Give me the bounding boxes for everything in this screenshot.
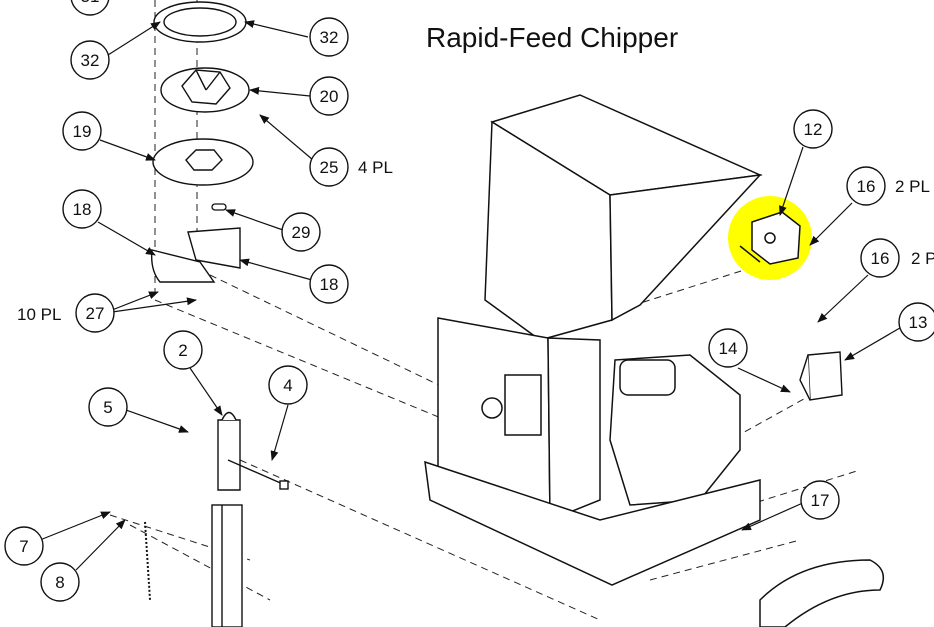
callout-label: 14 bbox=[719, 339, 738, 358]
diagram-title: Rapid-Feed Chipper bbox=[426, 22, 679, 53]
callout-8: 8 bbox=[40, 562, 80, 602]
deflector-plate bbox=[160, 67, 250, 113]
mount-bracket-right bbox=[799, 351, 843, 401]
leader-lines bbox=[39, 20, 906, 571]
note-4-pl: 4 PL bbox=[358, 158, 393, 177]
guard-plate-right bbox=[187, 227, 241, 269]
callout-label: 16 bbox=[871, 249, 890, 268]
callout-label: 2 bbox=[178, 341, 187, 360]
callout-14: 14 bbox=[708, 328, 748, 368]
hitch-bracket bbox=[217, 411, 241, 491]
callout-label: 29 bbox=[292, 223, 311, 242]
hopper bbox=[484, 94, 763, 341]
callout-label: 8 bbox=[55, 573, 64, 592]
gasket-plate bbox=[152, 138, 254, 186]
note-2-pl-a: 2 PL bbox=[895, 177, 930, 196]
callout-18: 18 bbox=[309, 264, 349, 304]
callout-16: 16 bbox=[860, 238, 900, 278]
assembly-centerlines bbox=[109, 0, 861, 621]
callout-label: 5 bbox=[103, 398, 112, 417]
callout-label: 32 bbox=[81, 51, 100, 70]
callout-5: 5 bbox=[88, 387, 128, 427]
note-10-pl: 10 PL bbox=[17, 305, 62, 324]
callout-2: 2 bbox=[163, 330, 203, 370]
engine bbox=[609, 354, 741, 506]
callout-17: 17 bbox=[800, 480, 840, 520]
callout-31: 31 bbox=[70, 0, 110, 16]
callout-label: 12 bbox=[804, 120, 823, 139]
callout-label: 18 bbox=[320, 275, 339, 294]
callout-27: 27 bbox=[75, 293, 115, 333]
callout-12: 12 bbox=[793, 109, 833, 149]
callout-label: 13 bbox=[909, 313, 928, 332]
callout-13: 13 bbox=[898, 302, 934, 342]
callout-label: 27 bbox=[86, 304, 105, 323]
safety-chain bbox=[144, 521, 151, 601]
callout-label: 31 bbox=[81, 0, 100, 6]
highlighted-part-12[interactable] bbox=[728, 196, 812, 280]
callout-label: 20 bbox=[320, 87, 339, 106]
callout-18: 18 bbox=[62, 189, 102, 229]
callout-label: 25 bbox=[320, 158, 339, 177]
fender bbox=[759, 559, 885, 627]
callout-bubbles: 31 32 32 20 25 19 29 18 18 27 2 4 5 7 8 12 16 16 13 14 17 bbox=[4, 0, 934, 602]
callout-label: 18 bbox=[73, 200, 92, 219]
callout-label: 16 bbox=[857, 177, 876, 196]
pin-part bbox=[211, 203, 227, 211]
callout-20: 20 bbox=[309, 76, 349, 116]
bolt-long bbox=[227, 459, 289, 490]
callout-32: 32 bbox=[70, 40, 110, 80]
callout-7: 7 bbox=[4, 526, 44, 566]
hitch-post bbox=[211, 504, 243, 627]
flange-ring bbox=[153, 1, 247, 43]
callout-29: 29 bbox=[281, 212, 321, 252]
callout-label: 32 bbox=[320, 28, 339, 47]
callout-label: 4 bbox=[283, 376, 292, 395]
callout-19: 19 bbox=[62, 111, 102, 151]
callout-16: 16 bbox=[846, 166, 886, 206]
callout-25: 25 bbox=[309, 147, 349, 187]
callout-32: 32 bbox=[309, 17, 349, 57]
note-2-pl-b: 2 PL bbox=[911, 249, 934, 268]
base-frame bbox=[424, 460, 761, 586]
callout-4: 4 bbox=[268, 365, 308, 405]
callout-label: 19 bbox=[73, 122, 92, 141]
chipper-housing bbox=[437, 317, 601, 522]
callout-label: 7 bbox=[19, 537, 28, 556]
guard-plate-left bbox=[150, 249, 216, 283]
callout-label: 17 bbox=[811, 491, 830, 510]
